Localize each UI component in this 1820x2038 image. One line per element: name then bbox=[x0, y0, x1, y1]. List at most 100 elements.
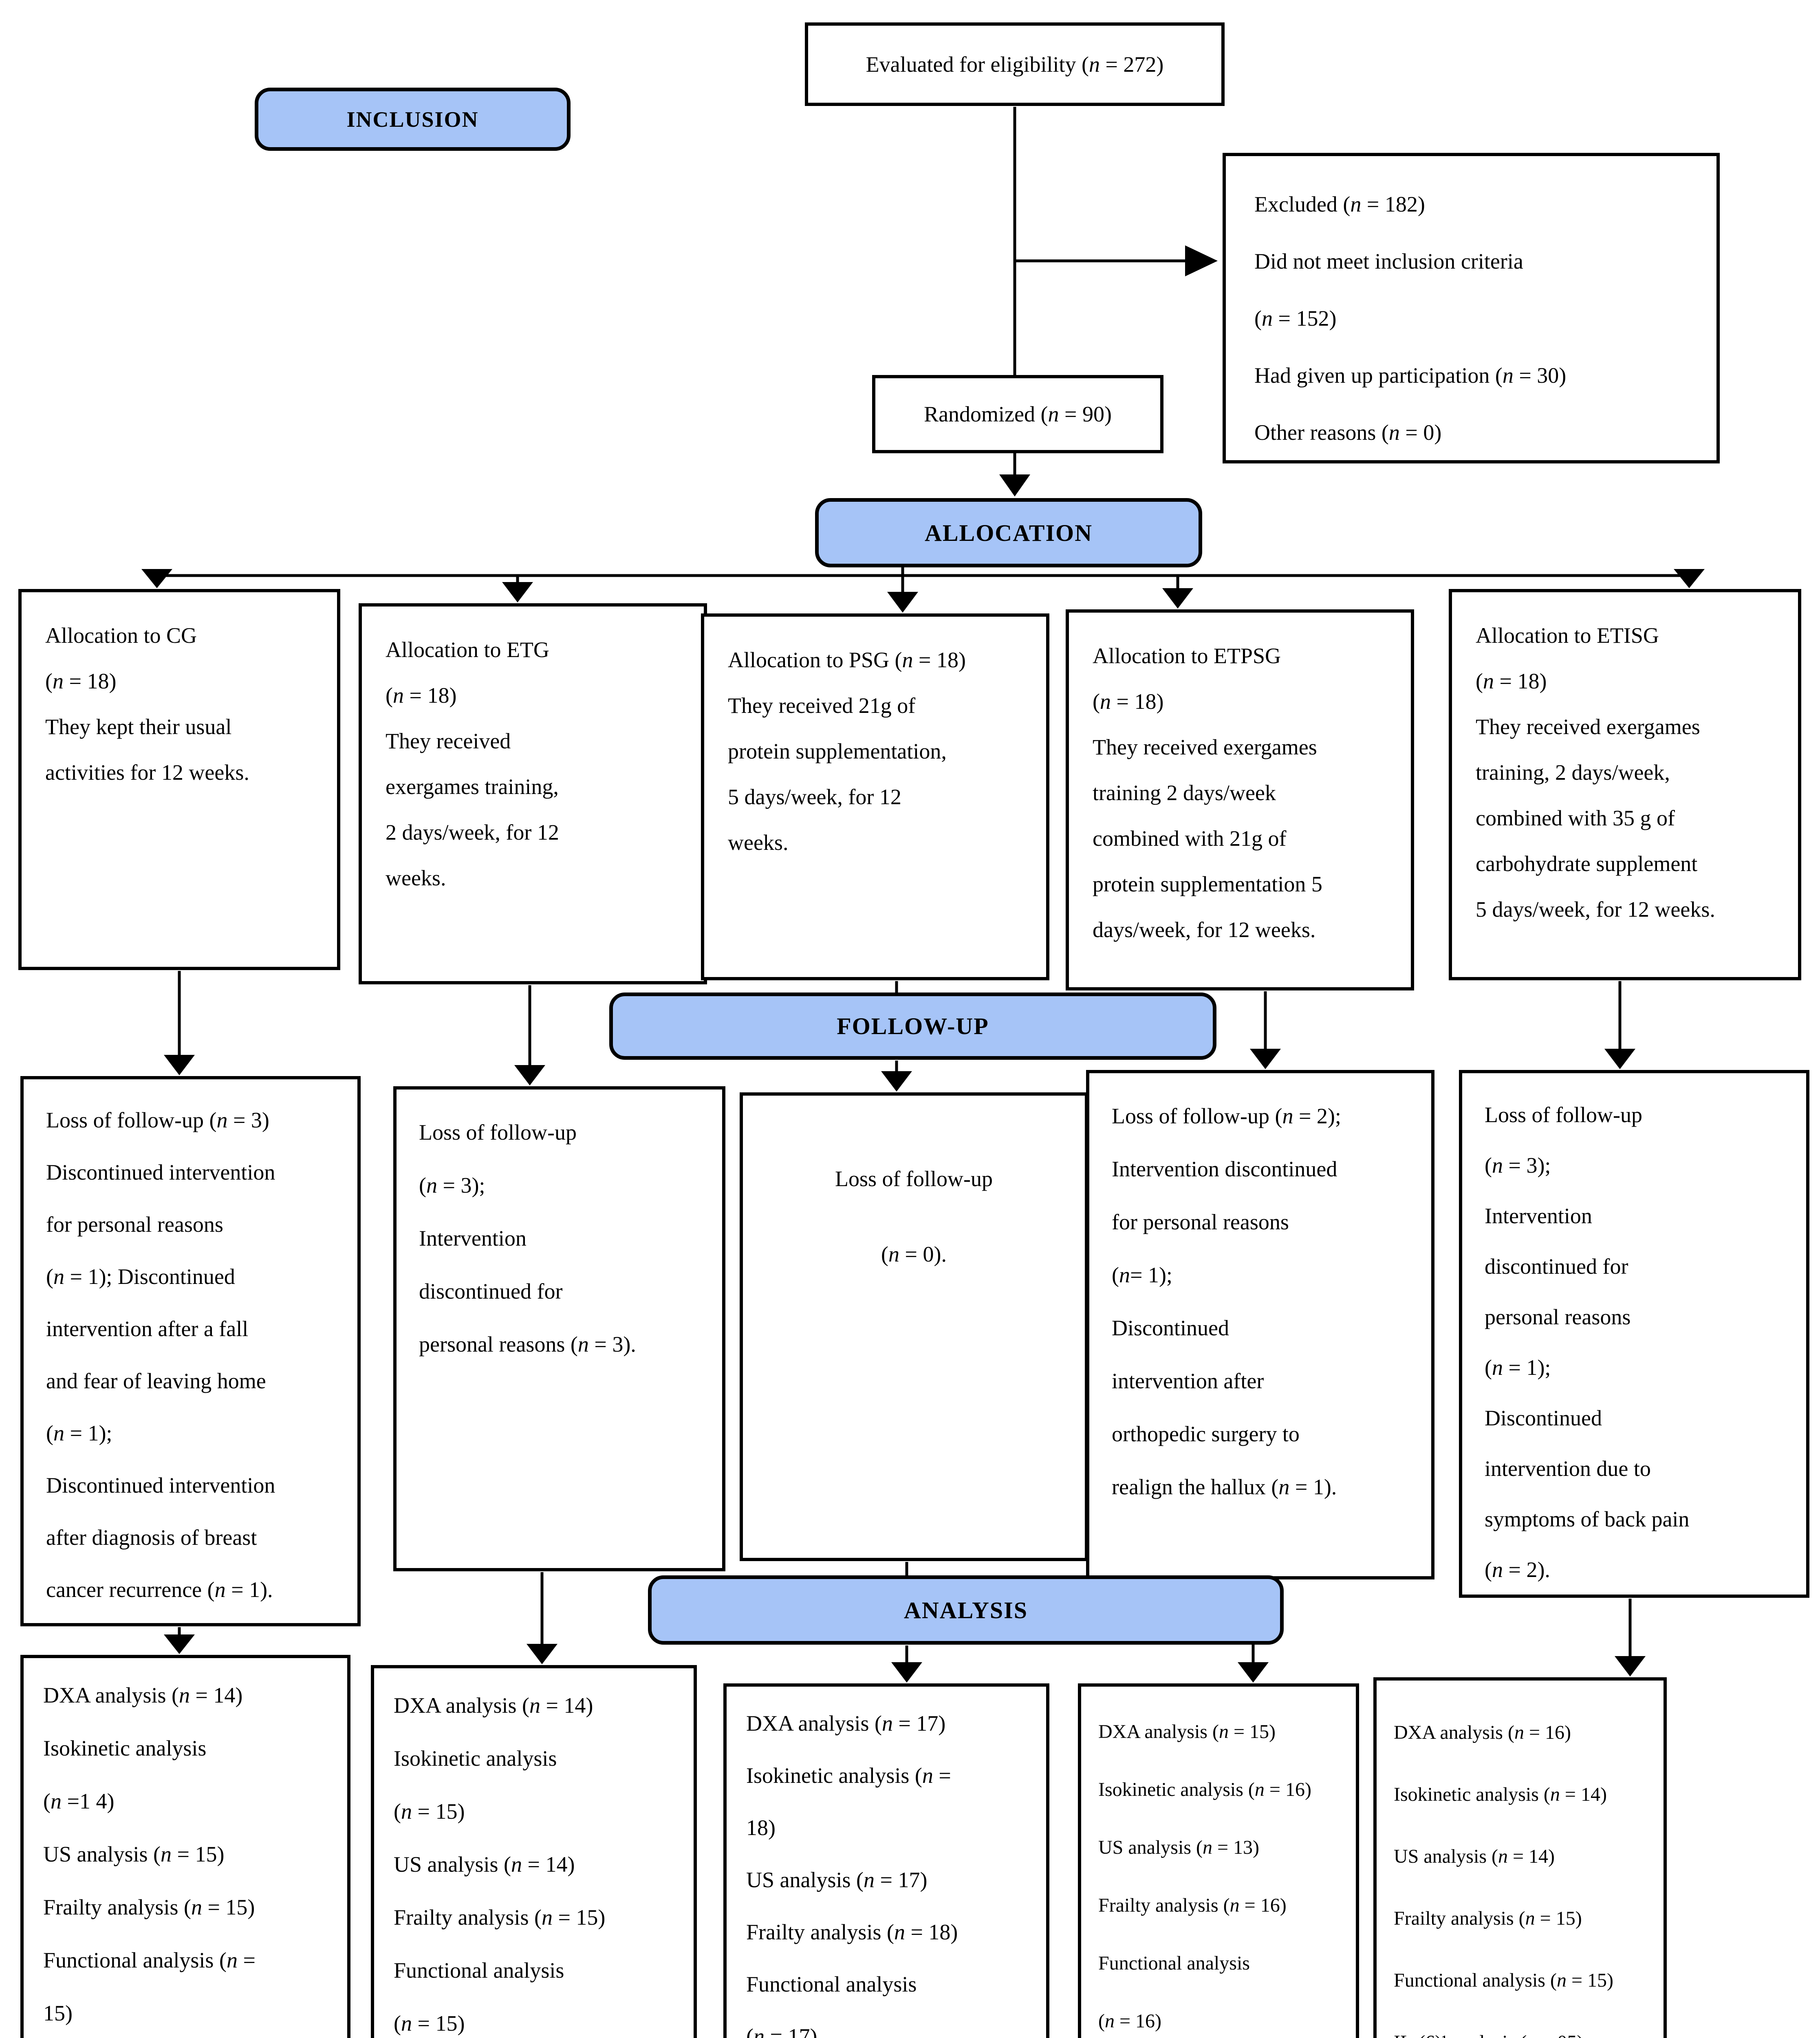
followup-etisg-line: Discontinued bbox=[1485, 1406, 1602, 1430]
allocation-etpsg-line: combined with 21g of bbox=[1093, 826, 1287, 851]
allocation-box-etg: Allocation to ETG (n = 18) They received… bbox=[359, 603, 707, 984]
followup-cg-line: cancer recurrence (n = 1). bbox=[46, 1577, 273, 1602]
allocation-psg-line: Allocation to PSG (n = 18) bbox=[728, 648, 966, 672]
analysis-psg-line: US analysis (n = 17) bbox=[746, 1868, 928, 1892]
allocation-banner-label: ALLOCATION bbox=[924, 519, 1093, 546]
allocation-etisg-line: They received exergames bbox=[1476, 715, 1700, 739]
followup-box-etisg: Loss of follow-up (n = 3); Intervention … bbox=[1459, 1070, 1809, 1598]
analysis-box-etg: DXA analysis (n = 14) Isokinetic analysi… bbox=[371, 1665, 697, 2038]
analysis-box-cg: DXA analysis (n = 14) Isokinetic analysi… bbox=[20, 1655, 350, 2038]
followup-etisg-line: Loss of follow-up bbox=[1485, 1103, 1642, 1127]
followup-cg-line: Discontinued intervention bbox=[46, 1473, 275, 1498]
followup-etisg-line: personal reasons bbox=[1485, 1305, 1631, 1329]
allocation-etisg-line: training, 2 days/week, bbox=[1476, 760, 1670, 785]
followup-box-psg: Loss of follow-up (n = 0). bbox=[740, 1092, 1088, 1561]
followup-banner: FOLLOW-UP bbox=[609, 993, 1216, 1060]
analysis-etpsg-line: US analysis (n = 13) bbox=[1098, 1837, 1260, 1858]
followup-etpsg-line: Loss of follow-up (n = 2); bbox=[1112, 1104, 1341, 1128]
analysis-etpsg-line: Isokinetic analysis (n = 16) bbox=[1098, 1779, 1311, 1800]
allocation-box-cg: Allocation to CG (n = 18) They kept thei… bbox=[18, 589, 340, 970]
analysis-etg-line: (n = 15) bbox=[394, 1799, 465, 1824]
excluded-line: (n = 152) bbox=[1254, 306, 1337, 331]
allocation-box-etisg: Allocation to ETISG (n = 18) They receiv… bbox=[1449, 589, 1801, 980]
followup-box-etg: Loss of follow-up (n = 3); Intervention … bbox=[393, 1086, 725, 1571]
analysis-psg-line: DXA analysis (n = 17) bbox=[746, 1711, 946, 1736]
analysis-etpsg-line: Functional analysis bbox=[1098, 1952, 1250, 1974]
analysis-etisg-line: Isokinetic analysis (n = 14) bbox=[1394, 1784, 1607, 1805]
followup-etpsg-line: realign the hallux (n = 1). bbox=[1112, 1475, 1337, 1499]
analysis-etpsg-line: (n = 16) bbox=[1098, 2010, 1162, 2032]
followup-etpsg-line: Discontinued bbox=[1112, 1316, 1229, 1340]
analysis-cg-line: DXA analysis (n = 14) bbox=[43, 1683, 243, 1707]
allocation-etg-line: exergames training, bbox=[386, 774, 559, 799]
allocation-etisg-line: (n = 18) bbox=[1476, 669, 1547, 693]
randomized-text: Randomized (n = 90) bbox=[924, 402, 1112, 426]
followup-etg-line: personal reasons (n = 3). bbox=[419, 1332, 636, 1356]
followup-box-etpsg: Loss of follow-up (n = 2); Intervention … bbox=[1086, 1070, 1434, 1579]
followup-etpsg-line: for personal reasons bbox=[1112, 1210, 1289, 1234]
analysis-etisg-line: IL-(6)¹ analysis (n = 05) bbox=[1394, 2012, 1646, 2038]
followup-cg-line: intervention after a fall bbox=[46, 1317, 249, 1341]
allocation-etg-line: They received bbox=[386, 729, 511, 753]
analysis-etisg-line: Functional analysis (n = 15) bbox=[1394, 1970, 1613, 1991]
analysis-cg-line: (n =1 4) bbox=[43, 1789, 115, 1813]
allocation-psg-line: protein supplementation, bbox=[728, 739, 947, 763]
allocation-etisg-line: Allocation to ETISG bbox=[1476, 623, 1659, 648]
eligibility-box: Evaluated for eligibility (n = 272) bbox=[805, 22, 1225, 106]
followup-etisg-line: intervention due to bbox=[1485, 1456, 1651, 1481]
analysis-etg-line: Frailty analysis (n = 15) bbox=[394, 1905, 606, 1930]
followup-etg-line: Loss of follow-up bbox=[419, 1120, 577, 1145]
allocation-etisg-line: combined with 35 g of bbox=[1476, 806, 1675, 830]
analysis-etisg-line: Frailty analysis (n = 15) bbox=[1394, 1908, 1582, 1929]
analysis-etg-line: Functional analysis bbox=[394, 1958, 564, 1983]
allocation-cg-line: (n = 18) bbox=[45, 669, 117, 693]
allocation-etisg-line: 5 days/week, for 12 weeks. bbox=[1476, 897, 1715, 922]
analysis-cg-line: US analysis (n = 15) bbox=[43, 1842, 225, 1866]
analysis-psg-line: Isokinetic analysis (n = bbox=[746, 1763, 951, 1788]
followup-banner-label: FOLLOW-UP bbox=[837, 1013, 989, 1039]
allocation-banner: ALLOCATION bbox=[815, 498, 1202, 567]
followup-etg-line: Intervention bbox=[419, 1226, 527, 1251]
excluded-box: Excluded (n = 182) Did not meet inclusio… bbox=[1223, 153, 1720, 463]
allocation-etpsg-line: (n = 18) bbox=[1093, 689, 1164, 714]
allocation-etpsg-line: They received exergames bbox=[1093, 735, 1317, 759]
allocation-etg-line: Allocation to ETG bbox=[386, 637, 549, 662]
analysis-etpsg-line: DXA analysis (n = 15) bbox=[1098, 1721, 1276, 1742]
allocation-etg-line: 2 days/week, for 12 bbox=[386, 820, 559, 845]
randomized-box: Randomized (n = 90) bbox=[872, 375, 1163, 453]
allocation-box-etpsg: Allocation to ETPSG (n = 18) They receiv… bbox=[1066, 609, 1414, 990]
allocation-etg-line: weeks. bbox=[386, 866, 446, 890]
analysis-psg-line: 18) bbox=[746, 1815, 776, 1840]
excluded-line: Did not meet inclusion criteria bbox=[1254, 249, 1523, 273]
followup-etisg-line: (n = 1); bbox=[1485, 1355, 1551, 1380]
followup-cg-line: after diagnosis of breast bbox=[46, 1525, 257, 1550]
excluded-line: Other reasons (n = 0) bbox=[1254, 420, 1442, 445]
allocation-etpsg-line: protein supplementation 5 bbox=[1093, 872, 1322, 896]
analysis-etg-line: Isokinetic analysis bbox=[394, 1746, 557, 1771]
followup-etisg-line: (n = 3); bbox=[1485, 1153, 1551, 1178]
allocation-etpsg-line: days/week, for 12 weeks. bbox=[1093, 918, 1316, 942]
allocation-etpsg-line: Allocation to ETPSG bbox=[1093, 644, 1281, 668]
analysis-box-psg: DXA analysis (n = 17) Isokinetic analysi… bbox=[723, 1683, 1049, 2038]
analysis-etisg-line: DXA analysis (n = 16) bbox=[1394, 1722, 1571, 1743]
followup-etpsg-line: (n= 1); bbox=[1112, 1263, 1172, 1287]
excluded-line: Excluded (n = 182) bbox=[1254, 192, 1425, 216]
analysis-cg-line: Functional analysis (n = bbox=[43, 1948, 256, 1972]
analysis-cg-line: 15) bbox=[43, 2001, 73, 2025]
arrow-eligibility-to-excluded bbox=[1015, 245, 1218, 276]
allocation-box-psg: Allocation to PSG (n = 18) They received… bbox=[701, 613, 1049, 980]
followup-cg-line: and fear of leaving home bbox=[46, 1369, 266, 1393]
analysis-etpsg-line: Frailty analysis (n = 16) bbox=[1098, 1895, 1287, 1916]
allocation-cg-line: Allocation to CG bbox=[45, 623, 197, 648]
followup-cg-line: for personal reasons bbox=[46, 1212, 223, 1237]
allocation-etpsg-line: training 2 days/week bbox=[1093, 781, 1276, 805]
followup-cg-line: Discontinued intervention bbox=[46, 1160, 275, 1184]
followup-psg-line: Loss of follow-up bbox=[835, 1167, 993, 1191]
analysis-cg-line: Isokinetic analysis bbox=[43, 1736, 207, 1760]
inclusion-banner: INCLUSION bbox=[255, 88, 571, 151]
analysis-banner: ANALYSIS bbox=[648, 1575, 1284, 1645]
followup-etg-line: discontinued for bbox=[419, 1279, 563, 1304]
eligibility-text: Evaluated for eligibility (n = 272) bbox=[866, 52, 1164, 77]
analysis-etisg-line: US analysis (n = 14) bbox=[1394, 1846, 1555, 1867]
